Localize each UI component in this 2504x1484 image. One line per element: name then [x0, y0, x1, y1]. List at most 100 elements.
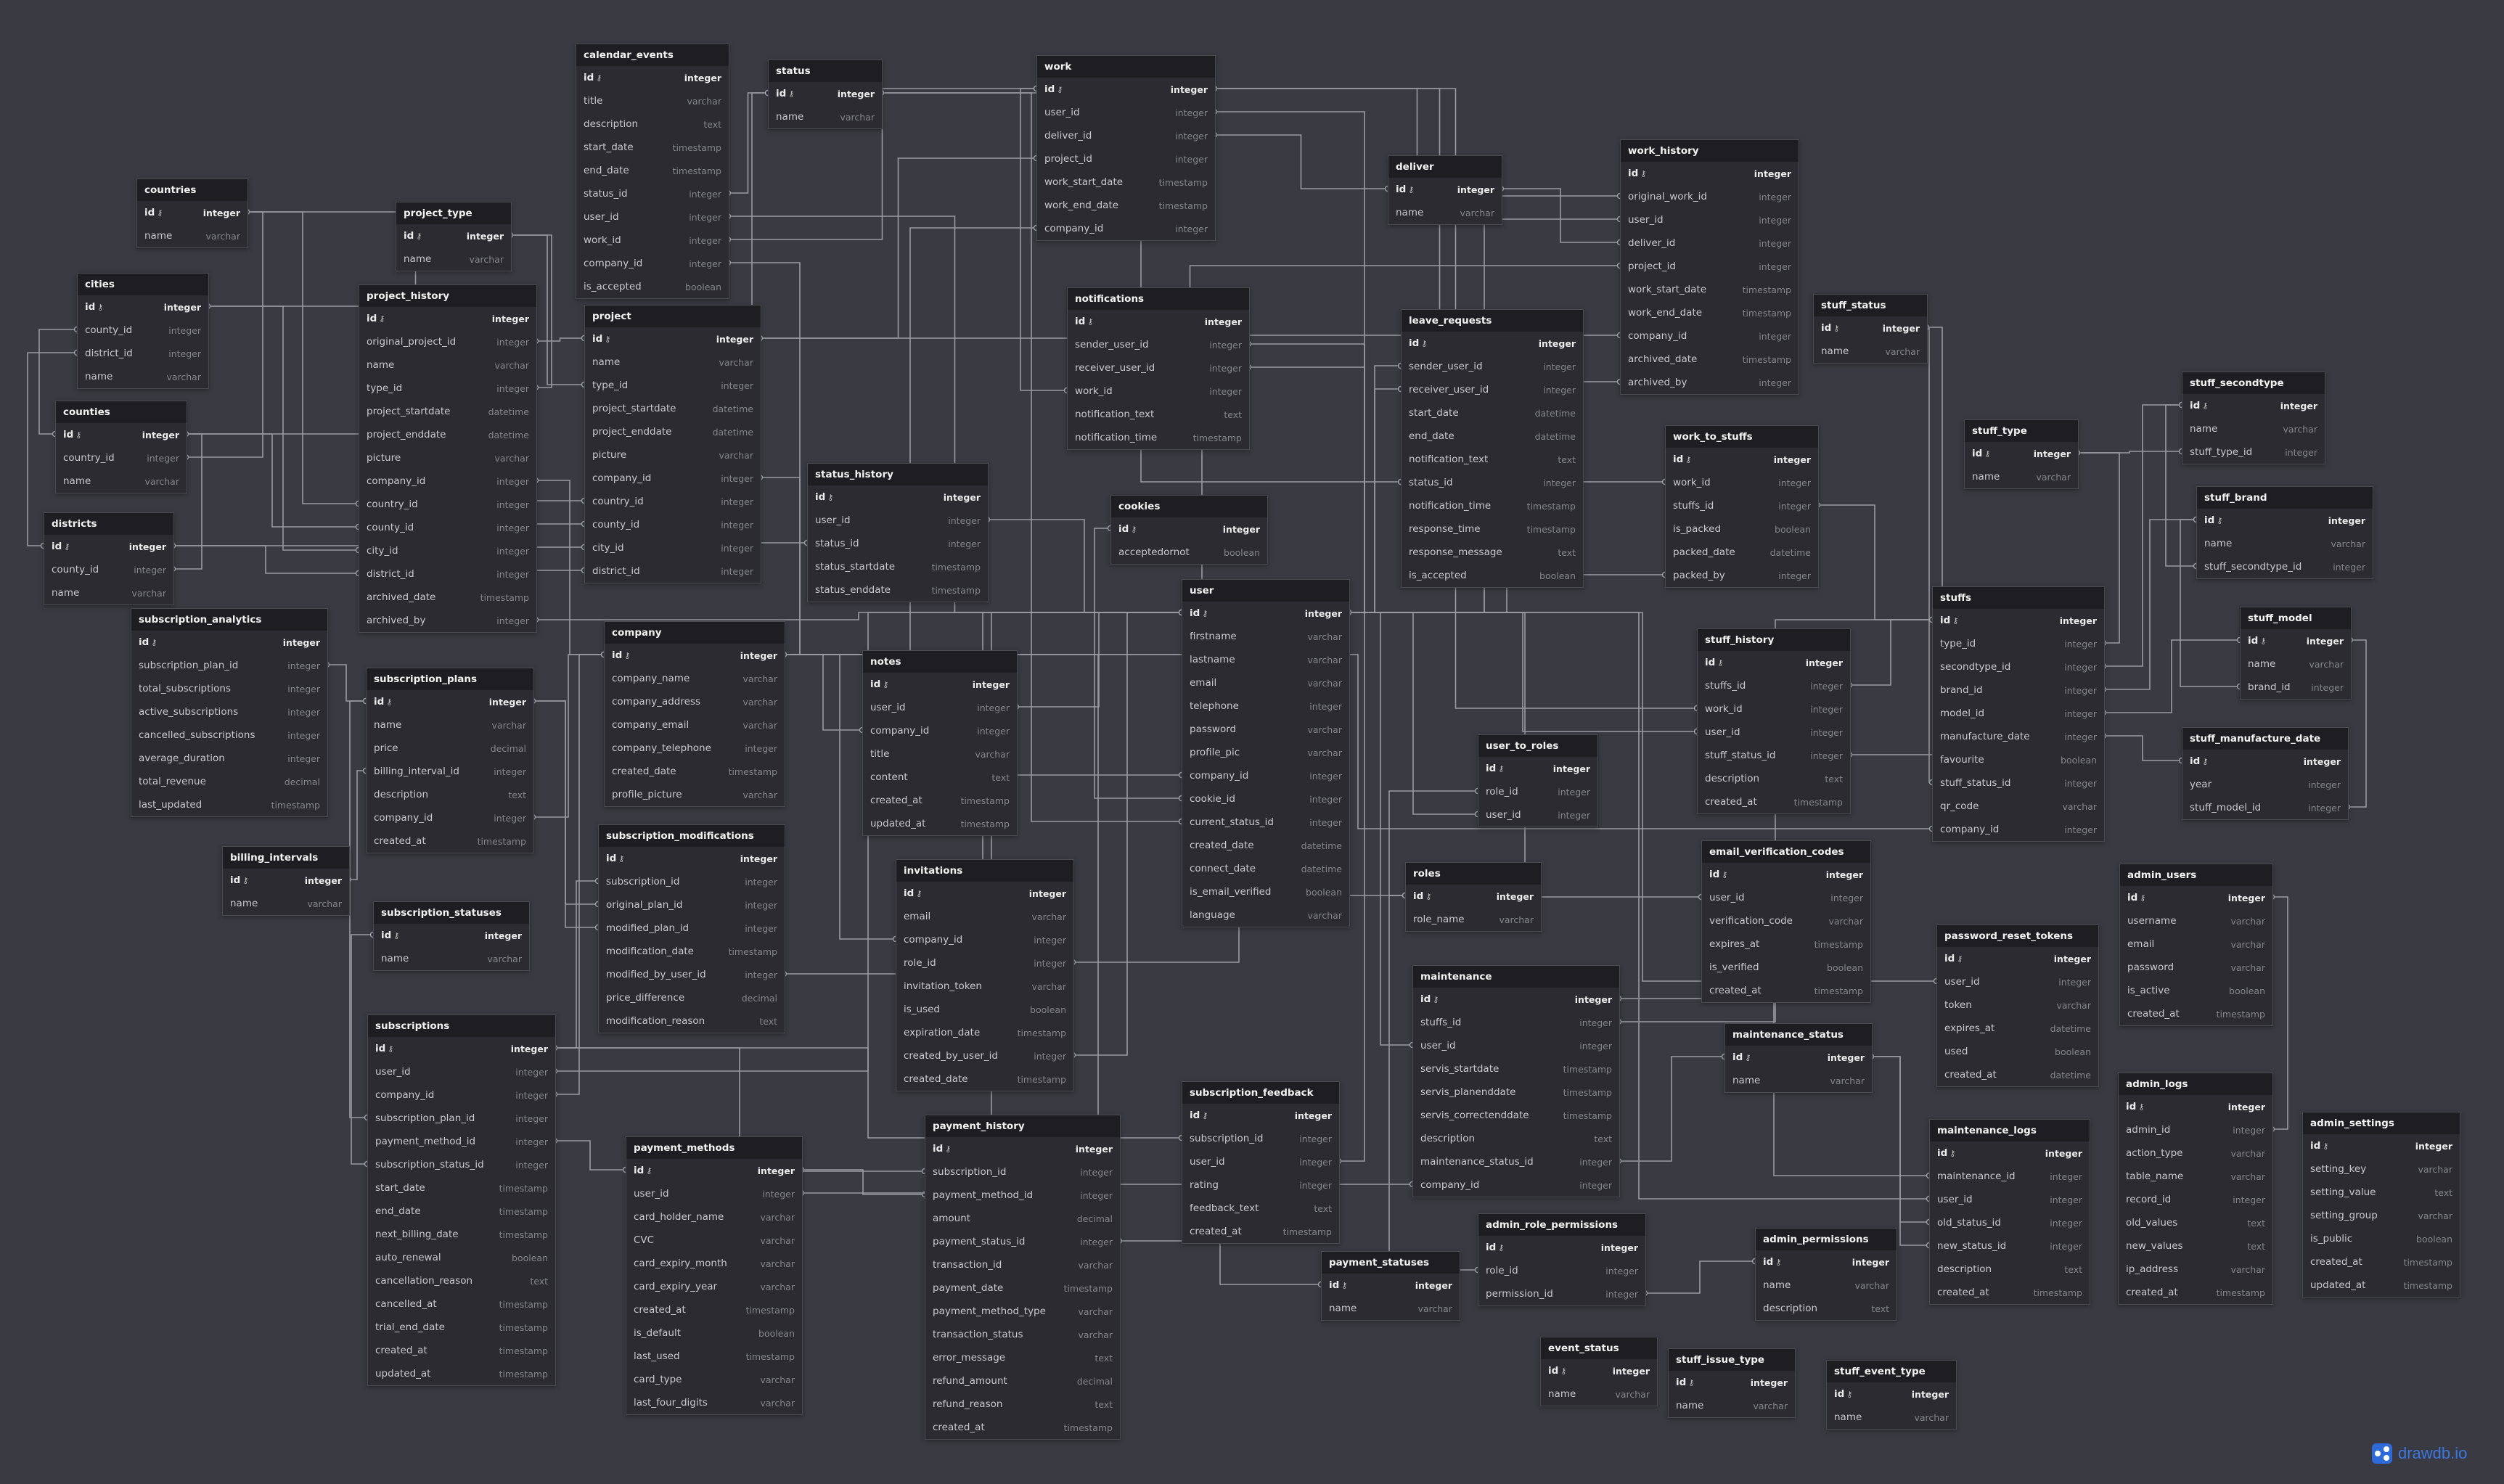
table-header[interactable]: stuff_manufacture_date [2182, 728, 2348, 750]
table-field[interactable]: id⚷integer [1478, 757, 1597, 780]
table-header[interactable]: admin_logs [2119, 1073, 2272, 1095]
table-field[interactable]: id⚷integer [1182, 602, 1349, 625]
table-field[interactable]: id⚷integer [1669, 1371, 1795, 1394]
table-header[interactable]: work [1037, 56, 1215, 78]
table-field[interactable]: id⚷integer [131, 631, 327, 654]
table-field[interactable]: id⚷integer [396, 224, 511, 247]
table-header[interactable]: subscription_analytics [131, 609, 327, 631]
table-field[interactable]: id⚷integer [1725, 1046, 1872, 1069]
table-header[interactable]: maintenance [1413, 966, 1619, 988]
table-header[interactable]: subscription_plans [367, 668, 533, 690]
table-header[interactable]: stuffs [1933, 587, 2104, 609]
table-header[interactable]: status_history [808, 464, 988, 485]
table-header[interactable]: company [605, 622, 785, 644]
table-field[interactable]: id⚷integer [2119, 1095, 2272, 1118]
table-field[interactable]: id⚷integer [1965, 442, 2078, 465]
table-field[interactable]: id⚷integer [2303, 1134, 2460, 1157]
table-header[interactable]: payment_methods [626, 1137, 802, 1159]
table-field[interactable]: id⚷integer [585, 327, 761, 350]
table-field[interactable]: id⚷integer [769, 82, 882, 105]
table-header[interactable]: stuff_event_type [1827, 1361, 1956, 1382]
table-field[interactable]: id⚷integer [605, 644, 785, 667]
table-field[interactable]: id⚷integer [1930, 1141, 2090, 1165]
table-field[interactable]: id⚷integer [44, 535, 173, 558]
table-header[interactable]: payment_history [925, 1115, 1120, 1137]
